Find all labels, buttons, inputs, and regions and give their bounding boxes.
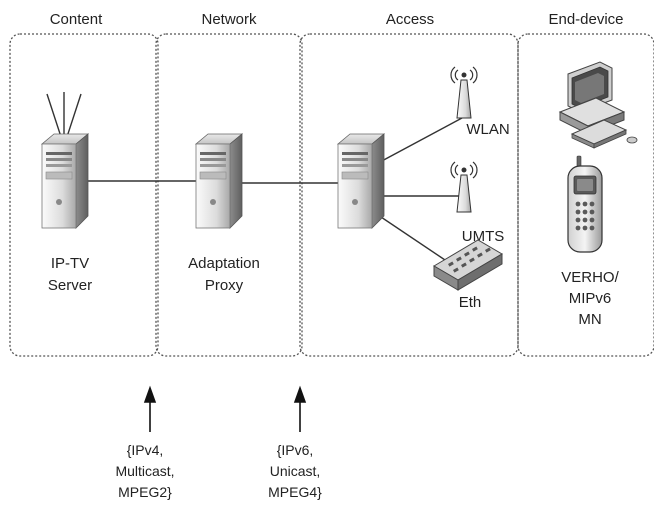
- annotation-1-line1: {IPv4,: [127, 442, 164, 458]
- zone-label-access: Access: [386, 11, 434, 28]
- link-access-wlan: [379, 117, 463, 163]
- zone-content: [9, 33, 159, 357]
- iptv-server-label-line2: Server: [48, 277, 92, 294]
- ethernet-switch-icon: [433, 239, 503, 291]
- wlan-label: WLAN: [466, 121, 509, 138]
- annotation-2-line2: Unicast,: [270, 463, 321, 479]
- annotation-2-line3: MPEG4}: [268, 484, 322, 500]
- mobile-node-label-line3: MN: [578, 311, 601, 328]
- mobile-node-label-line1: VERHO/: [561, 269, 619, 286]
- eth-label: Eth: [459, 294, 482, 311]
- iptv-server-label-line1: IP-TV: [51, 255, 89, 272]
- annotation-arrowhead-network-access: [293, 385, 307, 403]
- adaptation-proxy-label-line2: Proxy: [205, 277, 244, 294]
- adaptation-proxy-label-line1: Adaptation: [188, 255, 260, 272]
- zone-label-content: Content: [50, 11, 103, 28]
- annotation-1-line3: MPEG2}: [118, 484, 172, 500]
- umts-antenna-icon: [450, 161, 478, 213]
- umts-label: UMTS: [462, 228, 505, 245]
- zone-label-network: Network: [201, 11, 257, 28]
- wlan-antenna-icon: [450, 66, 478, 119]
- annotation-2-line1: {IPv6,: [277, 442, 314, 458]
- mobile-phone-icon: [567, 155, 603, 253]
- adaptation-proxy-icon: [194, 133, 244, 229]
- annotation-1-line2: Multicast,: [115, 463, 174, 479]
- desktop-computer-icon: [558, 61, 638, 149]
- annotation-arrowhead-content-network: [143, 385, 157, 403]
- access-router-icon: [336, 133, 386, 229]
- zone-label-end-device: End-device: [548, 11, 623, 28]
- zone-end-device: [517, 33, 654, 357]
- zone-access: [299, 33, 519, 357]
- link-access-eth: [377, 214, 449, 263]
- mobile-node-label-line2: MIPv6: [569, 290, 612, 307]
- zone-network: [155, 33, 303, 357]
- iptv-server-icon: [40, 92, 90, 229]
